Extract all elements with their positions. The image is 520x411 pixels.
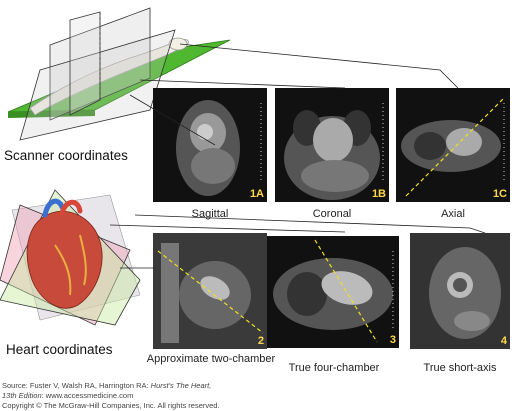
panel-number: 3: [389, 334, 396, 346]
heart-coordinates-label: Heart coordinates: [6, 342, 113, 357]
label-two-chamber: Approximate two-chamber: [146, 353, 276, 365]
scanner-illustration: [7, 7, 231, 141]
copyright-line: Copyright © The McGraw-Hill Companies, I…: [2, 401, 220, 410]
panel-number: 1B: [371, 188, 386, 200]
mri-panel-sagittal: 1A: [153, 88, 267, 202]
panel-number: 1A: [249, 188, 264, 200]
label-short-axis: True short-axis: [423, 362, 497, 374]
mri-panel-coronal: 1B: [275, 88, 389, 202]
panel-number: 2: [257, 335, 264, 347]
axial-plane: [69, 11, 101, 116]
mri-panel-short-axis: 4: [410, 233, 510, 349]
panel-number: 1C: [492, 188, 507, 200]
label-sagittal: Sagittal: [191, 208, 229, 220]
label-four-chamber: True four-chamber: [288, 362, 380, 374]
mri-panel-two-chamber: 2: [153, 233, 267, 349]
label-coronal: Coronal: [312, 208, 352, 220]
source-line-1: Source: Fuster V, Walsh RA, Harrington R…: [2, 381, 212, 390]
scanner-coordinates-label: Scanner coordinates: [4, 148, 128, 163]
mri-panel-four-chamber: 3: [267, 236, 399, 348]
mri-panel-axial: 1C: [396, 88, 510, 202]
heart-illustration: [0, 189, 141, 326]
source-line-2: 13th Edition: www.accessmedicine.com: [2, 391, 134, 400]
panel-number: 4: [500, 335, 507, 347]
label-axial: Axial: [441, 208, 465, 220]
